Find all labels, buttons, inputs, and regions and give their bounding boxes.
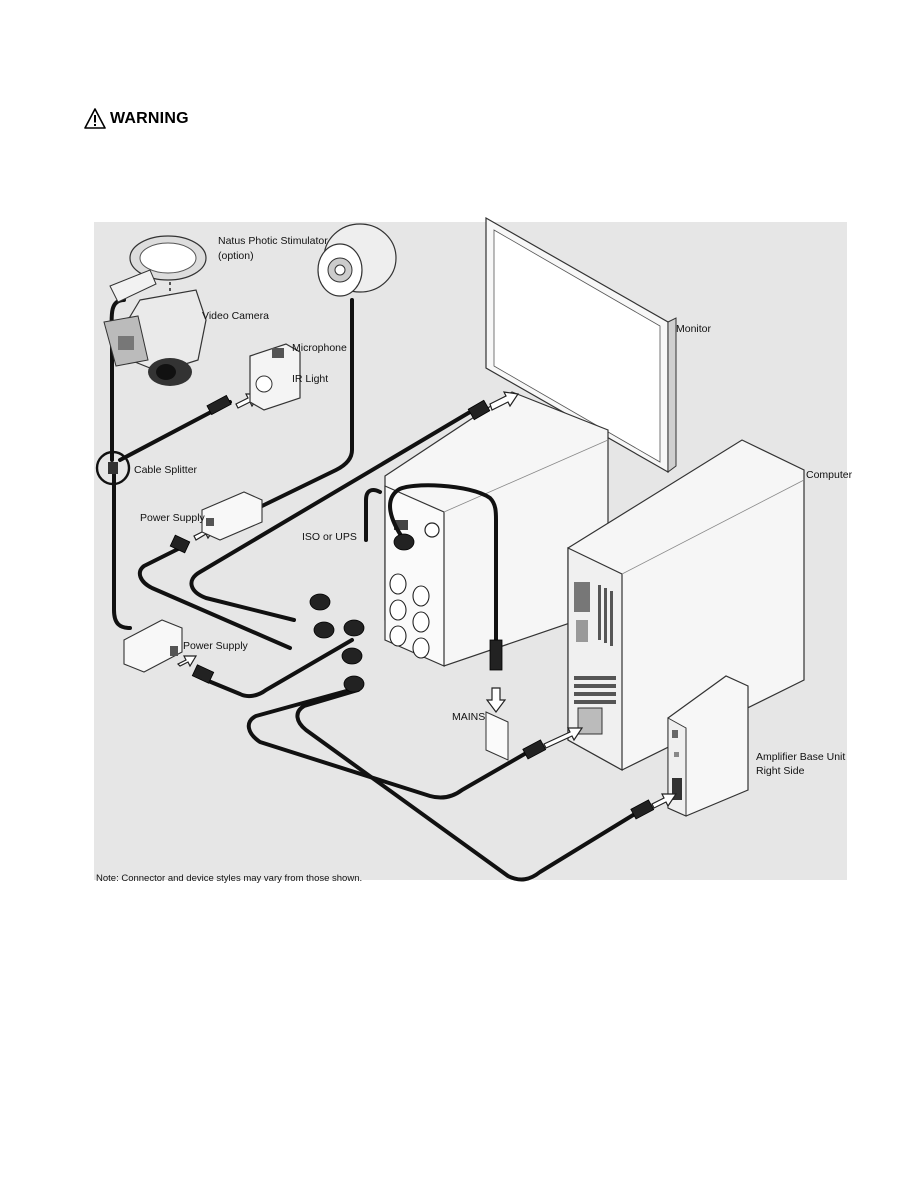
warning-title: WARNING [110, 110, 189, 127]
label-amplifier-line1: Amplifier Base Unit [756, 751, 845, 763]
monitor-device [485, 216, 677, 474]
warning-triangle-icon [84, 108, 106, 129]
footnote: Note: Connector and device styles may va… [96, 873, 362, 884]
label-microphone: Microphone [292, 342, 347, 354]
power-supply-2 [123, 619, 183, 673]
connectors [169, 394, 655, 820]
power-supply-1 [201, 491, 263, 541]
label-photic-stimulator: Natus Photic Stimulator [218, 235, 328, 247]
warning-header: WARNING [84, 106, 189, 132]
label-mains: MAINS [452, 711, 485, 723]
label-video-camera: Video Camera [202, 310, 269, 322]
label-ir-light: IR Light [292, 373, 328, 385]
label-power-supply-2: Power Supply [183, 640, 249, 652]
label-cable-splitter: Cable Splitter [134, 464, 198, 476]
amplifier-device [667, 675, 749, 817]
cables [109, 298, 640, 882]
cable-splitter [95, 450, 131, 486]
label-computer: Computer [806, 469, 853, 481]
label-photic-option: (option) [218, 250, 254, 262]
label-power-supply-1: Power Supply [140, 512, 206, 524]
ir-light-device [249, 343, 301, 411]
label-iso-ups: ISO or UPS [302, 531, 357, 543]
photic-stimulator-device [317, 223, 397, 297]
label-monitor: Monitor [676, 323, 712, 335]
video-camera-device [103, 235, 207, 386]
mains-outlet [485, 711, 509, 761]
label-amplifier-line2: Right Side [756, 765, 805, 777]
